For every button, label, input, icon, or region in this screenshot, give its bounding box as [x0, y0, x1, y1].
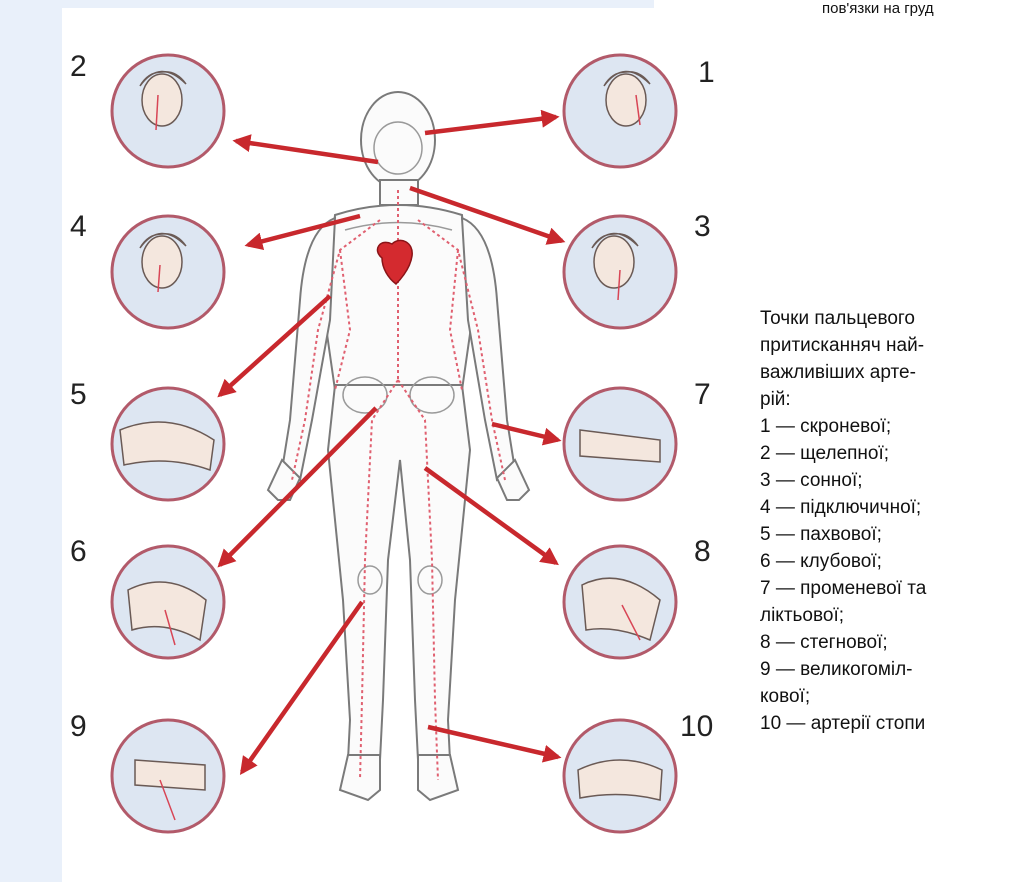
- label-point-9: 9: [70, 712, 87, 742]
- label-point-7: 7: [694, 380, 711, 410]
- label-point-5: 5: [70, 380, 87, 410]
- label-point-3: 3: [694, 212, 711, 242]
- caption-line: 9 — великогоміл-: [760, 656, 1018, 683]
- label-point-8: 8: [694, 537, 711, 567]
- caption-line: 6 — клубової;: [760, 548, 1018, 575]
- caption-line: 3 — сонної;: [760, 467, 1018, 494]
- caption-block: Точки пальцевого притисканняч най- важли…: [760, 305, 1018, 737]
- arrow-to-point-1: [425, 117, 556, 133]
- caption-line: кової;: [760, 683, 1018, 710]
- top-caption: пов'язки на груд: [822, 0, 934, 17]
- arrow-to-point-2: [236, 141, 378, 162]
- caption-line: ліктьової;: [760, 602, 1018, 629]
- arrow-to-point-9: [242, 602, 362, 772]
- caption-line: важливіших арте-: [760, 359, 1018, 386]
- caption-line: 2 — щелепної;: [760, 440, 1018, 467]
- caption-line: 10 — артерії стопи: [760, 710, 1018, 737]
- caption-line: 5 — пахвової;: [760, 521, 1018, 548]
- caption-line: притисканняч най-: [760, 332, 1018, 359]
- caption-line: Точки пальцевого: [760, 305, 1018, 332]
- label-point-10: 10: [680, 712, 713, 742]
- caption-line: рій:: [760, 386, 1018, 413]
- caption-line: 4 — підключичної;: [760, 494, 1018, 521]
- label-point-1: 1: [698, 58, 715, 88]
- caption-line: 1 — скроневої;: [760, 413, 1018, 440]
- caption-line: 7 — променевої та: [760, 575, 1018, 602]
- caption-line: 8 — стегнової;: [760, 629, 1018, 656]
- label-point-4: 4: [70, 212, 87, 242]
- label-point-6: 6: [70, 537, 87, 567]
- label-point-2: 2: [70, 52, 87, 82]
